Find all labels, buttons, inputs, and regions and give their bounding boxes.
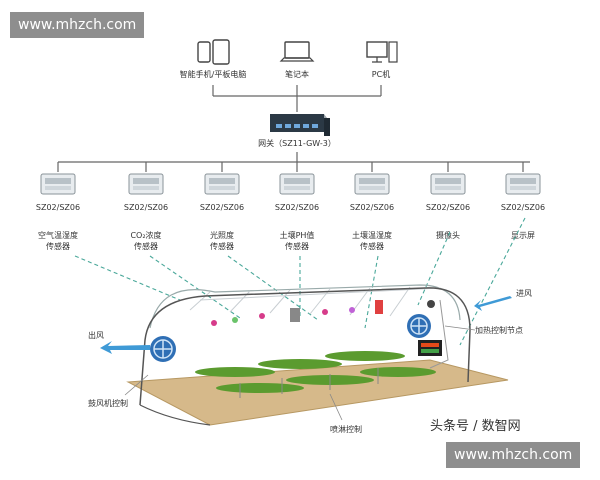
node-sensor-label: 空气温湿度 — [38, 230, 78, 240]
node-sensor-label: 光照度 — [210, 230, 234, 240]
node-sensor-label: 传感器 — [360, 241, 384, 251]
terminal-label: PC机 — [372, 69, 390, 79]
node-sensor-label: 显示屏 — [511, 231, 535, 240]
top-connection-lines — [57, 85, 530, 172]
exhaust-fan — [150, 336, 176, 362]
greenhouse — [100, 284, 512, 426]
outlet-label: 出风 — [88, 330, 104, 340]
terminal-label: 智能手机/平板电脑 — [180, 69, 247, 79]
node-row: SZ02/SZ06空气温湿度传感器SZ02/SZ06CO₂浓度传感器SZ02/S… — [36, 173, 545, 251]
din-rail-module-icon — [40, 173, 76, 195]
din-rail-module-icon — [505, 173, 541, 195]
heating-node-label: 加热控制节点 — [475, 325, 523, 335]
inlet-label: 进风 — [516, 289, 532, 298]
desktop-pc-icon — [366, 41, 398, 63]
din-rail-module-icon — [279, 173, 315, 195]
fan-control-label: 鼓风机控制 — [88, 398, 128, 408]
crop-rows — [195, 351, 436, 393]
gateway-device-icon — [270, 114, 330, 136]
node-model: SZ02/SZ06 — [275, 203, 319, 212]
node-model: SZ02/SZ06 — [36, 203, 80, 212]
terminal-1: 智能手机/平板电脑 — [180, 39, 247, 79]
spray-nozzles — [239, 368, 379, 398]
gateway-group: 网关（SZ11-GW-3） — [258, 114, 336, 148]
camera-marker — [427, 300, 435, 308]
source-tag: 头条号 / 数智网 — [430, 418, 521, 434]
terminal-3: PC机 — [366, 41, 398, 79]
node-model: SZ02/SZ06 — [426, 203, 470, 212]
node-model: SZ02/SZ06 — [200, 203, 244, 212]
greenhouse-ribs — [189, 286, 441, 317]
display-panel — [418, 340, 442, 356]
terminal-2: 笔记本 — [279, 41, 315, 79]
node-sensor-label: 传感器 — [46, 241, 70, 251]
greenhouse-floor — [126, 359, 509, 426]
din-rail-module-icon — [204, 173, 240, 195]
din-rail-module-icon — [354, 173, 390, 195]
node-sensor-label: 摄像头 — [436, 230, 460, 240]
watermark-bottom: www.mhzch.com — [446, 442, 581, 468]
node-sensor-label: 传感器 — [285, 241, 309, 251]
node-6: SZ02/SZ06 摄像头 — [426, 173, 470, 240]
sensor-dashed-links — [74, 217, 526, 346]
din-rail-module-icon — [430, 173, 466, 195]
terminal-label: 笔记本 — [285, 69, 309, 79]
node-sensor-label: 土壤PH值 — [280, 230, 315, 240]
outlet-arrow — [100, 341, 150, 354]
sensor-markers — [211, 300, 383, 326]
greenhouse-front-frame — [139, 404, 211, 426]
greenhouse-side-wall — [429, 299, 449, 369]
spray-control-label: 喷淋控制 — [330, 424, 362, 434]
node-sensor-label: 传感器 — [134, 241, 158, 251]
node-7: SZ02/SZ06 显示屏 — [501, 173, 545, 240]
greenhouse-front-arch — [139, 287, 471, 406]
intake-arrow — [474, 296, 512, 311]
callout-lines — [124, 325, 476, 421]
phone-tablet-icon — [197, 39, 230, 65]
din-rail-module-icon — [128, 173, 164, 195]
node-sensor-label: 土壤温湿度 — [352, 230, 392, 240]
laptop-icon — [279, 41, 315, 62]
node-sensor-label: 传感器 — [210, 241, 234, 251]
node-sensor-label: CO₂浓度 — [130, 230, 161, 240]
greenhouse-far-arch — [149, 284, 461, 329]
watermark-top: www.mhzch.com — [10, 12, 145, 38]
node-model: SZ02/SZ06 — [124, 203, 168, 212]
terminal-devices: 智能手机/平板电脑 笔记本 PC机 — [180, 39, 398, 79]
intake-fan — [407, 314, 431, 338]
node-model: SZ02/SZ06 — [501, 203, 545, 212]
gateway-label: 网关（SZ11-GW-3） — [258, 138, 336, 148]
node-model: SZ02/SZ06 — [350, 203, 394, 212]
